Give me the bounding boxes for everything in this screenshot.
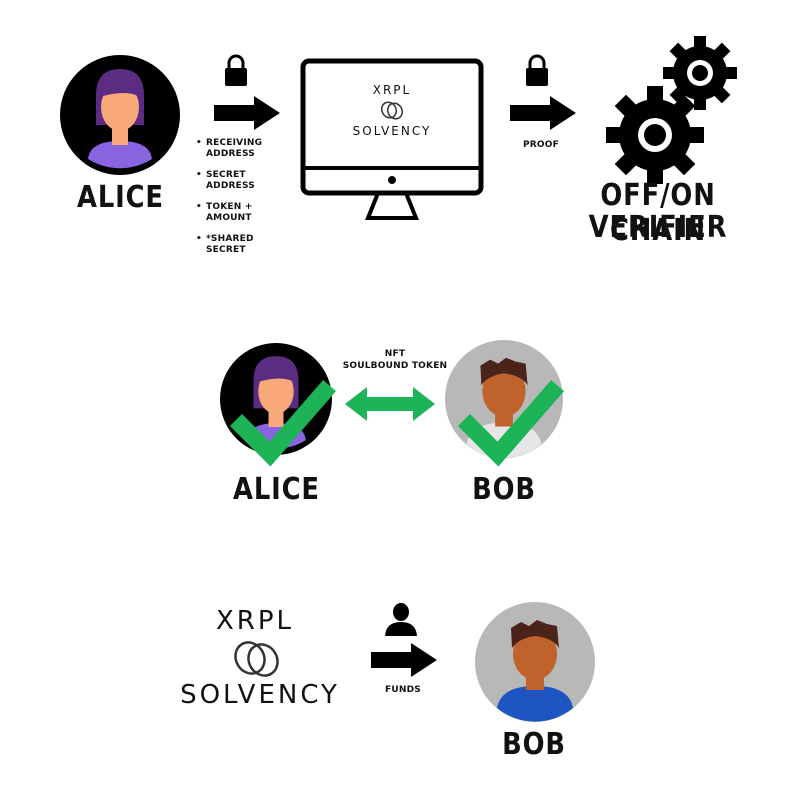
input-receiving-address: RECEIVING ADDRESS [196,138,296,160]
alice-name: ALICE [77,180,164,215]
monitor-logo-xrpl: XRPL [372,83,412,97]
alice-avatar [60,55,180,175]
checkmark-icon [229,380,336,467]
bob-name: BOB [472,472,536,507]
lock-icon [225,54,247,86]
gear-icon [606,86,704,184]
alice-name: ALICE [233,472,320,507]
proof-label: PROOF [523,140,559,150]
gear-icon [663,36,737,110]
arrow-right-icon [510,96,576,130]
rings-icon [380,101,404,120]
logo-xrpl: XRPL [215,606,295,636]
arrow-right-icon [371,643,437,677]
checkmark-icon [457,380,564,467]
person-icon [385,603,417,636]
logo-solvency: SOLVENCY [180,680,340,710]
verifier-line1: OFF/ON CHAIN [600,178,716,248]
input-shared-secret: *SHARED SECRET [196,234,296,256]
monitor-icon [300,58,484,220]
input-secret-address: SECRET ADDRESS [196,170,296,192]
bob-avatar [475,602,595,722]
double-arrow-icon [345,387,435,421]
token-label-line1: NFT [384,349,406,359]
rings-icon [234,641,279,677]
lock-icon [526,54,548,86]
input-token-amount: TOKEN + AMOUNT [196,202,296,224]
funds-label: FUNDS [385,685,421,695]
arrow-right-icon [214,96,280,130]
input-list: RECEIVING ADDRESS SECRET ADDRESS TOKEN +… [196,138,296,266]
verifier-line2: VERIFIER [588,210,728,245]
monitor-logo-solvency: SOLVENCY [352,124,432,138]
token-label-line2: SOULBOUND TOKEN [342,361,448,371]
bob-name: BOB [502,727,566,762]
